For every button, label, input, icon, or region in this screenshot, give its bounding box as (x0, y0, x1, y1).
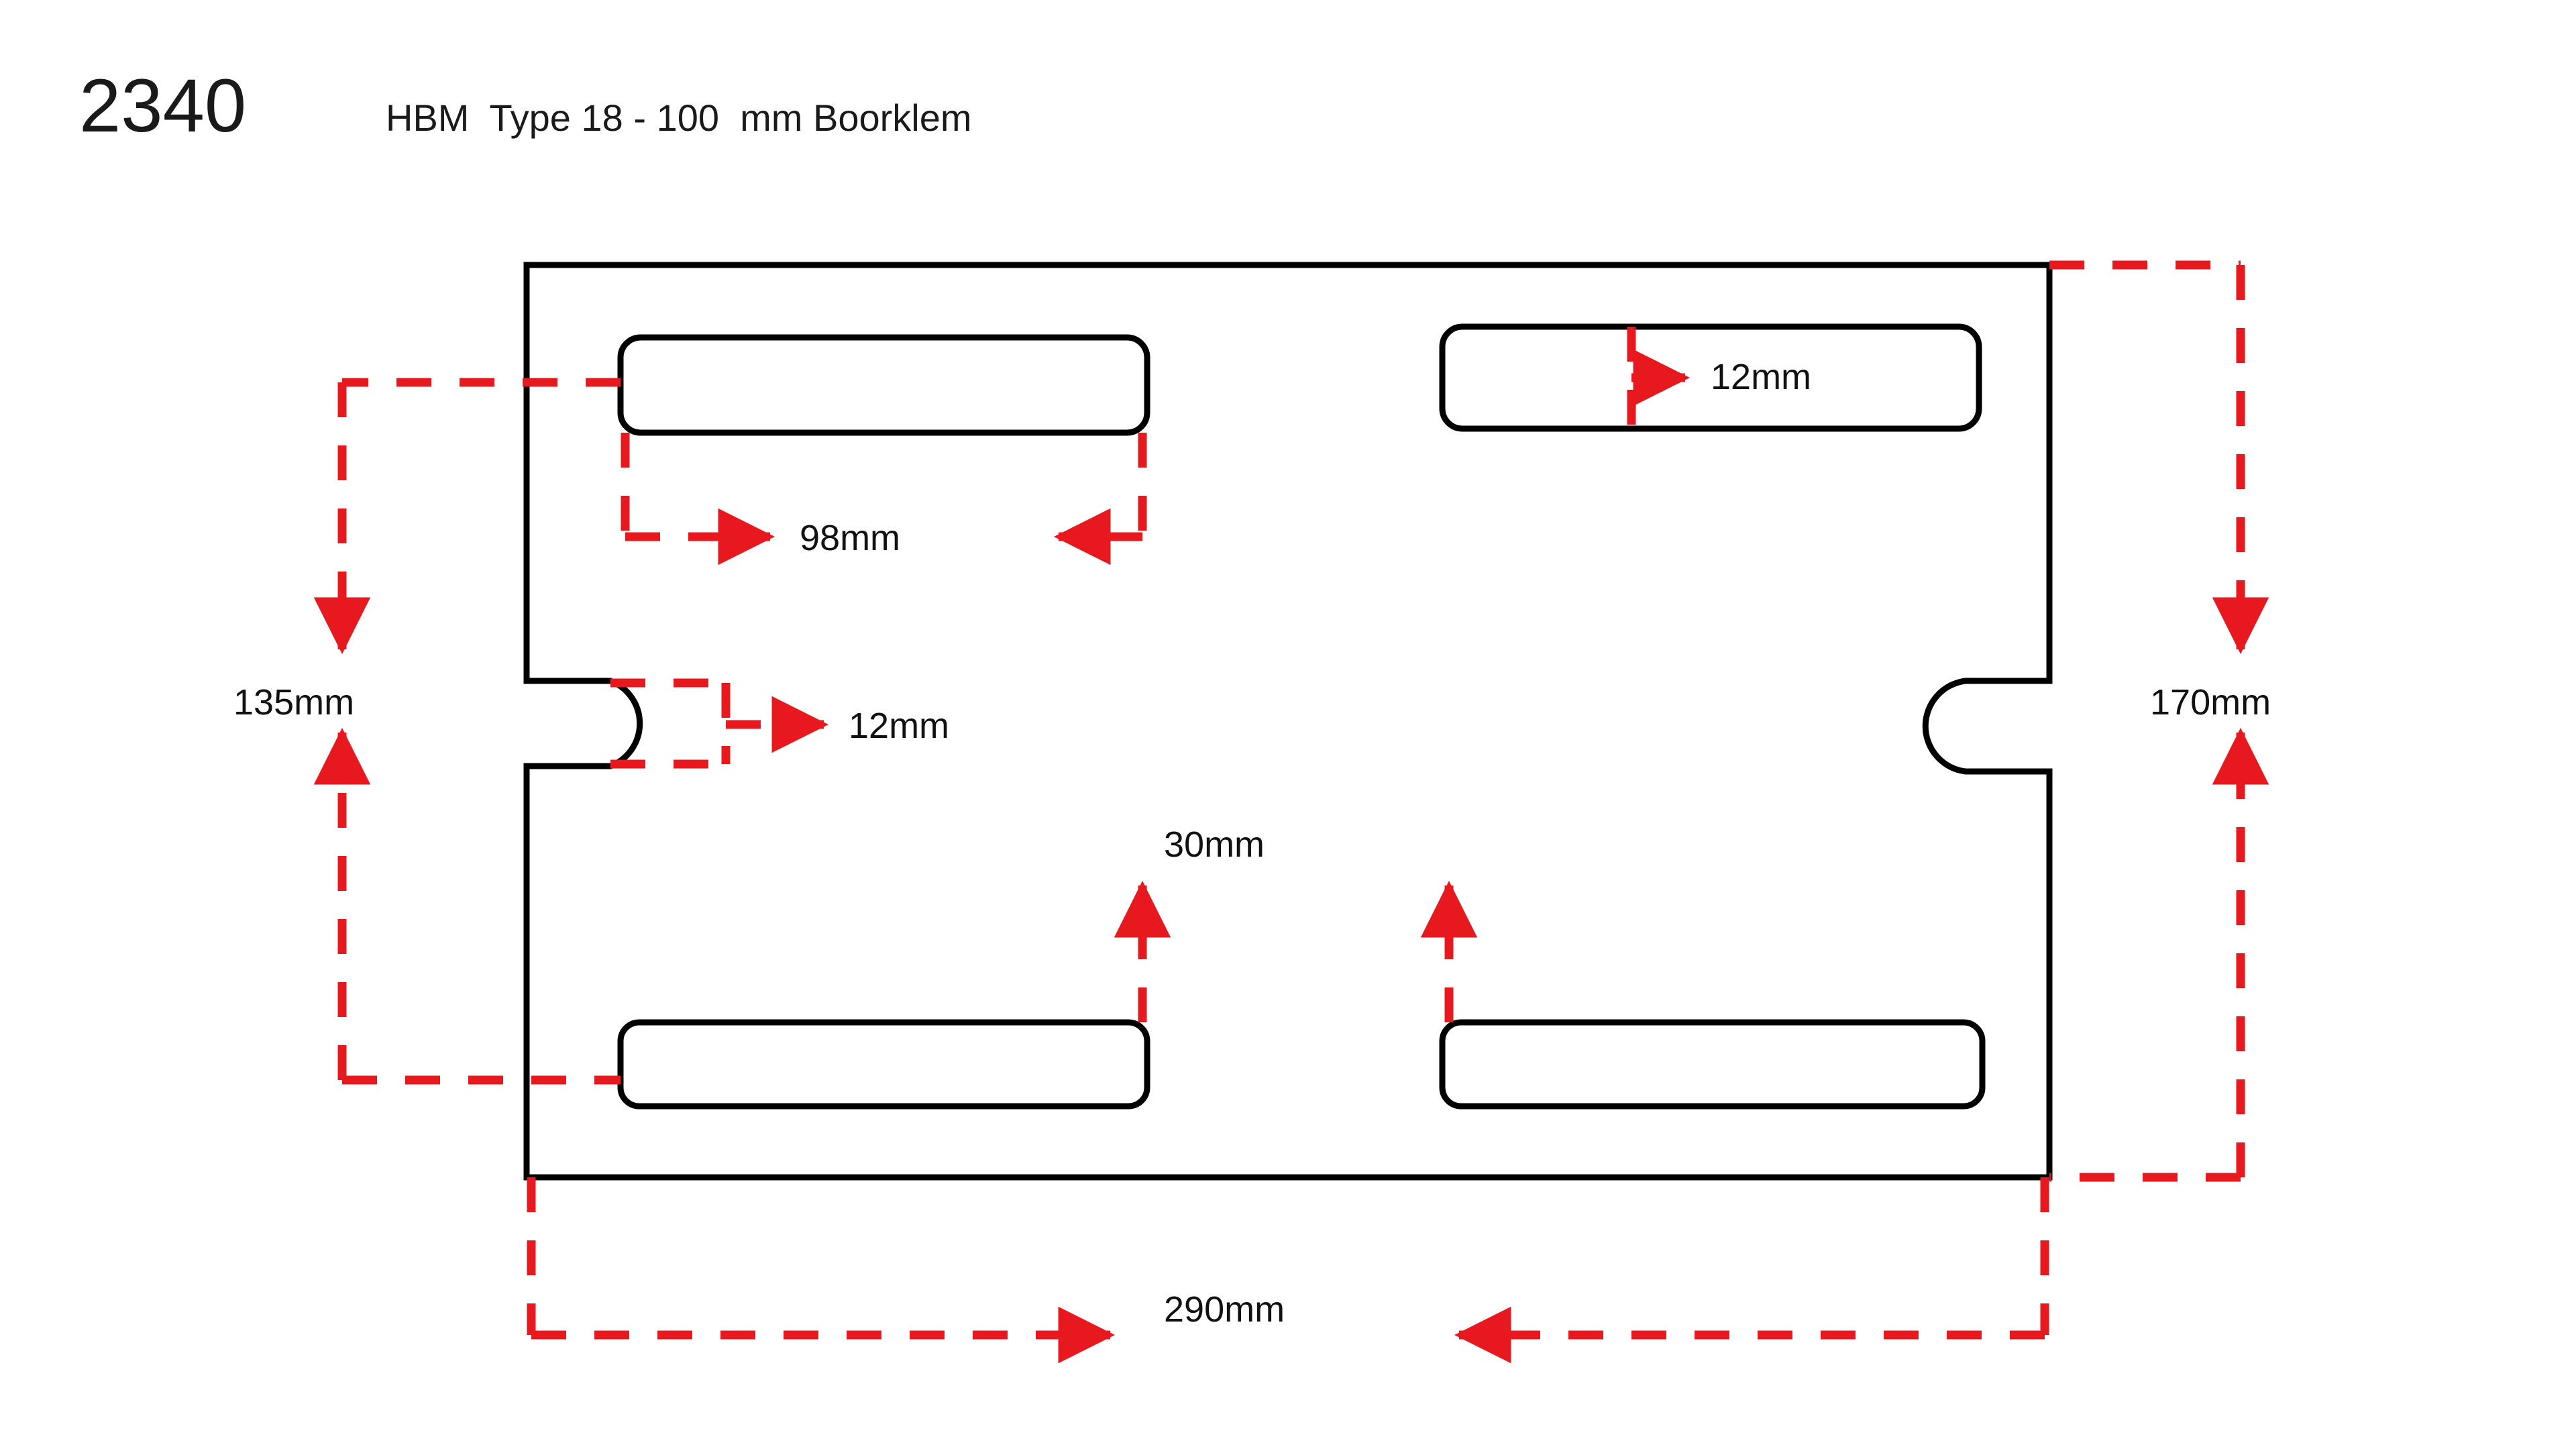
dimension-98mm-slot-width (621, 433, 1147, 566)
dimension-label-12mm-notch: 12mm (849, 706, 950, 746)
plate-outline (523, 262, 2053, 1181)
dimension-135mm-left-vertical (313, 378, 621, 1085)
dimension-30mm-slot-offset (1114, 880, 1478, 1022)
dimension-label-98mm: 98mm (800, 518, 901, 558)
dimension-label-30mm: 30mm (1164, 824, 1265, 865)
dimension-label-170mm: 170mm (2150, 682, 2271, 722)
slot-bottom-right (1439, 1019, 1986, 1110)
slot-bottom-left (617, 1019, 1150, 1110)
drawing-header: 2340 HBM Type 18 - 100 mm Boorklem (0, 0, 2576, 215)
part-number: 2340 (79, 64, 247, 148)
dimension-12mm-notch-height (610, 678, 829, 769)
page-title: HBM Type 18 - 100 mm Boorklem (386, 97, 972, 139)
dimension-290mm-bottom-horizontal (527, 1177, 2049, 1364)
dimension-label-12mm-slot: 12mm (1711, 357, 1812, 397)
dimension-12mm-slot-height (1627, 327, 1690, 429)
dimension-170mm-right-vertical (2049, 260, 2269, 1182)
dimension-label-290mm: 290mm (1164, 1289, 1285, 1330)
slot-top-right (1439, 323, 1982, 432)
dimension-label-135mm: 135mm (233, 682, 355, 722)
slot-top-left (617, 334, 1150, 436)
